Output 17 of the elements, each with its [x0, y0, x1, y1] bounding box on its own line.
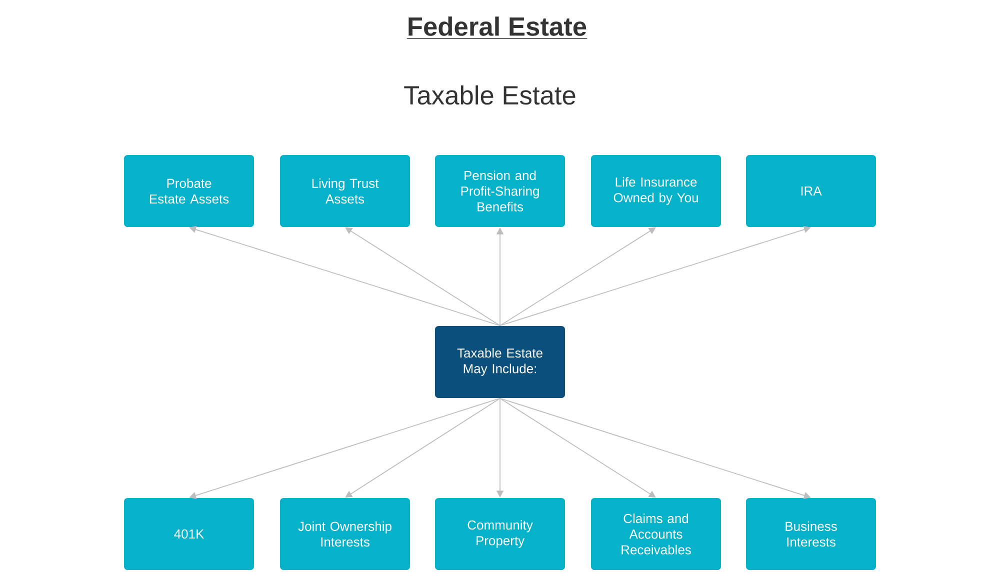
process-box: Living Trust Assets — [280, 155, 410, 227]
arrow — [345, 398, 500, 498]
process-box: Probate Estate Assets — [124, 155, 254, 227]
process-box: Life Insurance Owned by You — [591, 155, 721, 227]
arrow — [345, 227, 500, 326]
subtitle: Taxable Estate — [404, 85, 576, 105]
process-box: Joint Ownership Interests — [280, 498, 410, 570]
arrow — [500, 398, 656, 498]
process-box: 401K — [124, 498, 254, 570]
process-box: Business Interests — [746, 498, 876, 570]
process-box: IRA — [746, 155, 876, 227]
process-box: Pension and Profit-Sharing Benefits — [435, 155, 565, 227]
title: Federal Estate — [406, 16, 588, 39]
process-box: Claims and Accounts Receivables — [591, 498, 721, 570]
process-box: Taxable Estate May Include: — [435, 326, 565, 398]
arrow — [500, 227, 656, 326]
process-box: Community Property — [435, 498, 565, 570]
